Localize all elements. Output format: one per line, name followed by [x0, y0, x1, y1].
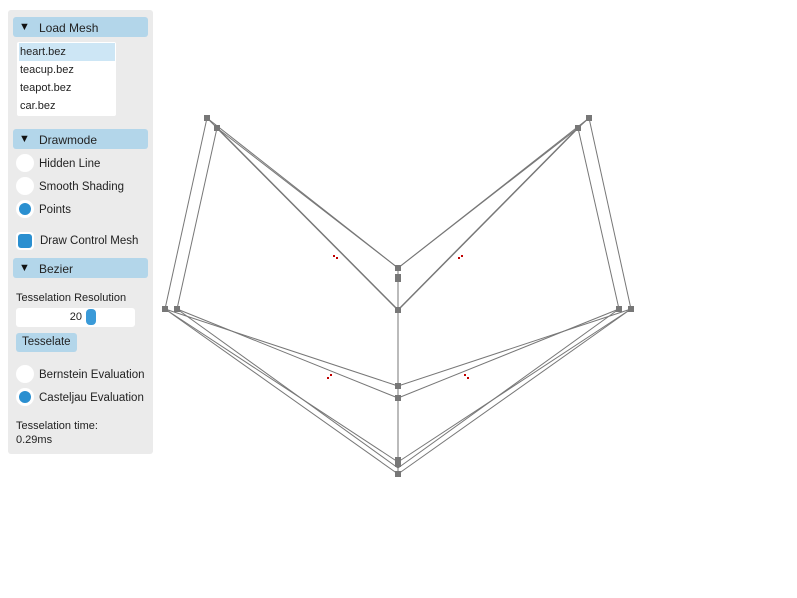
radio-button[interactable]: [16, 177, 34, 195]
drawmode-header[interactable]: ▼ Drawmode: [13, 129, 148, 149]
mesh-file-list[interactable]: heart.bez teacup.bez teapot.bez car.bez: [17, 42, 116, 116]
radio-button[interactable]: [16, 365, 34, 383]
checkbox-label: Draw Control Mesh: [40, 235, 139, 247]
mesh-file-item[interactable]: heart.bez: [19, 43, 115, 61]
radio-label: Casteljau Evaluation: [39, 392, 144, 404]
triangle-down-icon: ▼: [19, 133, 30, 145]
mesh-file-item[interactable]: teapot.bez: [20, 82, 72, 94]
mesh-file-item[interactable]: car.bez: [20, 100, 56, 112]
surface-points: [327, 255, 469, 379]
bezier-header[interactable]: ▼ Bezier: [13, 258, 148, 278]
control-panel: ▼ Load Mesh heart.bez teacup.bez teapot.…: [8, 10, 153, 454]
resolution-label: Tesselation Resolution: [16, 292, 127, 304]
triangle-down-icon: ▼: [19, 262, 30, 274]
triangle-down-icon: ▼: [19, 21, 30, 33]
resolution-value: 20: [69, 311, 82, 323]
tesselation-time-label: Tesselation time:: [16, 420, 98, 432]
control-points: [162, 115, 634, 477]
bezier-title: Bezier: [39, 262, 74, 276]
radio-label: Bernstein Evaluation: [39, 369, 145, 381]
control-mesh: [164, 117, 632, 475]
radio-label: Points: [39, 204, 71, 216]
load-mesh-title: Load Mesh: [39, 21, 99, 35]
load-mesh-header[interactable]: ▼ Load Mesh: [13, 17, 148, 37]
radio-label: Hidden Line: [39, 158, 101, 170]
radio-button[interactable]: [16, 388, 34, 406]
checkbox[interactable]: [16, 232, 34, 250]
mesh-file-item[interactable]: teacup.bez: [20, 64, 74, 76]
tesselate-button[interactable]: Tesselate: [16, 333, 77, 352]
radio-button[interactable]: [16, 200, 34, 218]
radio-label: Smooth Shading: [39, 181, 125, 193]
slider-handle[interactable]: [86, 309, 96, 325]
tesselation-time-value: 0.29ms: [16, 434, 53, 446]
radio-button[interactable]: [16, 154, 34, 172]
resolution-slider[interactable]: 20: [16, 308, 135, 327]
drawmode-title: Drawmode: [39, 133, 98, 147]
